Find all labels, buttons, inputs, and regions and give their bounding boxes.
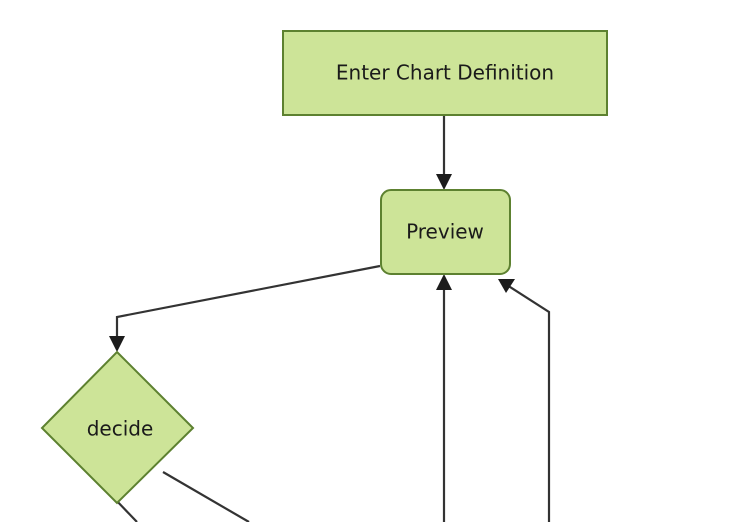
node-preview[interactable]: Preview [380, 189, 511, 275]
edge-bottom-center-to-preview-arrowhead [436, 274, 452, 290]
edge-layer [109, 115, 551, 522]
edge-bottom-right-to-preview [498, 279, 551, 522]
node-enter-chart-definition[interactable]: Enter Chart Definition [282, 30, 608, 116]
edge-decide-down-right [162, 471, 250, 522]
edge-preview-to-decide [109, 264, 381, 352]
edge-enter-to-preview [436, 115, 452, 190]
edge-preview-to-decide-line [115, 264, 381, 343]
edge-decide-down-right-line [162, 471, 250, 522]
node-enter-chart-definition-label: Enter Chart Definition [336, 61, 554, 85]
edge-bottom-center-to-preview [436, 274, 452, 522]
edge-bottom-right-to-preview-line [506, 284, 551, 522]
node-decide[interactable]: decide [40, 350, 195, 505]
node-layer: Enter Chart Definition Preview decide [40, 30, 608, 505]
edge-bottom-right-to-preview-arrowhead [498, 279, 515, 293]
node-enter-chart-definition-shape[interactable] [282, 30, 608, 116]
node-preview-label: Preview [406, 220, 484, 244]
node-decide-shape[interactable] [40, 350, 195, 505]
node-decide-label: decide [87, 417, 154, 441]
node-preview-shape[interactable] [380, 189, 511, 275]
edge-preview-to-decide-arrowhead [109, 336, 125, 352]
edge-enter-to-preview-arrowhead [436, 174, 452, 190]
